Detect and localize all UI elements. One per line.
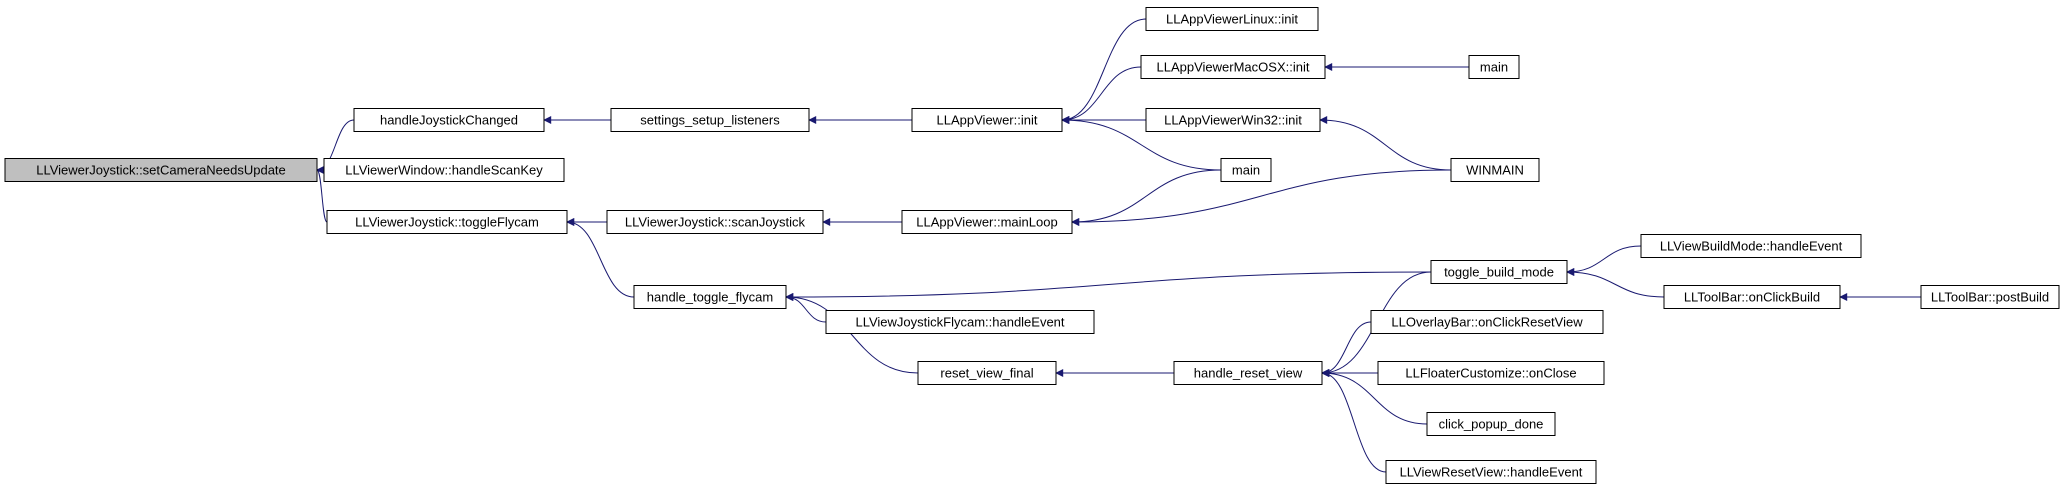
node-label: handle_reset_view [1194,366,1303,381]
node-setcameraneedsupdate[interactable]: LLViewerJoystick::setCameraNeedsUpdate [4,158,318,182]
node-label: LLAppViewer::init [937,113,1038,128]
node-box[interactable] [1173,361,1323,385]
node-llappviewermacosx-init[interactable]: LLAppViewerMacOSX::init [1140,55,1326,79]
node-box[interactable] [606,210,824,234]
node-label: LLAppViewerLinux::init [1166,12,1298,27]
node-label: toggle_build_mode [1444,265,1554,280]
node-box[interactable] [1377,361,1605,385]
node-box[interactable] [1920,285,2060,309]
node-box[interactable] [1145,7,1319,31]
node-box[interactable] [1220,158,1272,182]
edge-toggleflycam-to-setcameraneedsupdate [316,166,328,223]
node-label: handle_toggle_flycam [647,290,773,305]
node-handle-reset-view[interactable]: handle_reset_view [1173,361,1323,385]
node-layer: LLViewerJoystick::setCameraNeedsUpdateha… [4,7,2060,484]
edge-onclickresetview-to-handle-reset-view [1321,321,1372,377]
node-label: LLViewResetView::handleEvent [1400,465,1583,480]
edge-onclickbuild-to-toggle-build-mode [1566,268,1665,298]
node-box[interactable] [917,361,1057,385]
node-lljoystickflycam-handleevent[interactable]: LLViewJoystickFlycam::handleEvent [825,310,1095,334]
node-main-a[interactable]: main [1220,158,1272,182]
node-box[interactable] [911,108,1063,132]
edge-winmain-to-llappviewer-mainloop [1071,169,1452,226]
node-box[interactable] [1426,412,1556,436]
node-box[interactable] [326,210,568,234]
node-box[interactable] [1640,234,1862,258]
edge-main-a-to-llappviewer-mainloop [1071,169,1222,226]
edge-llviewresetview-handleevent-to-handle-reset-view [1321,369,1387,473]
edge-main-a-to-llappviewer-init [1061,116,1222,171]
node-box[interactable] [4,158,318,182]
node-box[interactable] [1430,260,1568,284]
node-label: settings_setup_listeners [640,113,780,128]
node-box[interactable] [1140,55,1326,79]
edge-toggle-build-mode-to-handle-toggle-flycam [785,271,1432,301]
node-label: LLViewerWindow::handleScanKey [345,163,543,178]
node-label: click_popup_done [1439,417,1544,432]
node-box[interactable] [610,108,810,132]
node-toggle-build-mode[interactable]: toggle_build_mode [1430,260,1568,284]
node-label: LLAppViewerWin32::init [1164,113,1302,128]
node-onclickbuild[interactable]: LLToolBar::onClickBuild [1663,285,1841,309]
node-llappviewerwin32-init[interactable]: LLAppViewerWin32::init [1145,108,1321,132]
node-llappviewerlinux-init[interactable]: LLAppViewerLinux::init [1145,7,1319,31]
edge-llappviewerlinux-init-to-llappviewer-init [1061,18,1147,124]
node-label: LLAppViewerMacOSX::init [1157,60,1310,75]
node-click-popup-done[interactable]: click_popup_done [1426,412,1556,436]
node-settings-setup-listeners[interactable]: settings_setup_listeners [610,108,810,132]
node-box[interactable] [1663,285,1841,309]
node-label: WINMAIN [1466,163,1524,178]
edge-click-popup-done-to-handle-reset-view [1321,369,1428,425]
node-postbuild[interactable]: LLToolBar::postBuild [1920,285,2060,309]
edge-reset-view-final-to-handle-toggle-flycam [785,293,919,374]
node-label: handleJoystickChanged [380,113,518,128]
node-box[interactable] [353,108,545,132]
node-box[interactable] [1468,55,1520,79]
node-box[interactable] [901,210,1073,234]
node-box[interactable] [825,310,1095,334]
node-handlescankey[interactable]: LLViewerWindow::handleScanKey [323,158,565,182]
node-label: main [1232,163,1260,178]
node-onclickresetview[interactable]: LLOverlayBar::onClickResetView [1370,310,1604,334]
node-label: LLViewerJoystick::scanJoystick [625,215,806,230]
edge-llviewbuildmode-handleevent-to-toggle-build-mode [1566,245,1642,276]
node-llappviewer-init[interactable]: LLAppViewer::init [911,108,1063,132]
node-onclose[interactable]: LLFloaterCustomize::onClose [1377,361,1605,385]
node-llviewresetview-handleevent[interactable]: LLViewResetView::handleEvent [1385,460,1597,484]
node-handle-toggle-flycam[interactable]: handle_toggle_flycam [633,285,787,309]
node-label: LLViewerJoystick::toggleFlycam [355,215,539,230]
node-box[interactable] [633,285,787,309]
node-winmain[interactable]: WINMAIN [1450,158,1540,182]
edge-llappviewermacosx-init-to-llappviewer-init [1061,66,1142,124]
node-label: LLViewJoystickFlycam::handleEvent [855,315,1064,330]
node-label: LLOverlayBar::onClickResetView [1391,315,1583,330]
edge-handle-toggle-flycam-to-toggleflycam [566,218,635,298]
node-label: LLViewerJoystick::setCameraNeedsUpdate [36,163,286,178]
node-label: reset_view_final [940,366,1033,381]
node-label: LLToolBar::postBuild [1931,290,2049,305]
node-box[interactable] [1145,108,1321,132]
node-box[interactable] [1370,310,1604,334]
node-llappviewer-mainloop[interactable]: LLAppViewer::mainLoop [901,210,1073,234]
node-toggleflycam[interactable]: LLViewerJoystick::toggleFlycam [326,210,568,234]
node-llviewbuildmode-handleevent[interactable]: LLViewBuildMode::handleEvent [1640,234,1862,258]
node-label: LLAppViewer::mainLoop [916,215,1057,230]
node-label: LLToolBar::onClickBuild [1684,290,1820,305]
node-box[interactable] [1385,460,1597,484]
edge-lljoystickflycam-handleevent-to-handle-toggle-flycam [785,293,827,323]
node-label: main [1480,60,1508,75]
node-reset-view-final[interactable]: reset_view_final [917,361,1057,385]
node-box[interactable] [1450,158,1540,182]
node-main-b[interactable]: main [1468,55,1520,79]
edge-winmain-to-llappviewerwin32-init [1319,116,1452,171]
node-handlejoystickchanged[interactable]: handleJoystickChanged [353,108,545,132]
edge-layer [316,18,1921,473]
node-label: LLFloaterCustomize::onClose [1405,366,1576,381]
node-label: LLViewBuildMode::handleEvent [1660,239,1843,254]
node-scanjoystick[interactable]: LLViewerJoystick::scanJoystick [606,210,824,234]
node-box[interactable] [323,158,565,182]
